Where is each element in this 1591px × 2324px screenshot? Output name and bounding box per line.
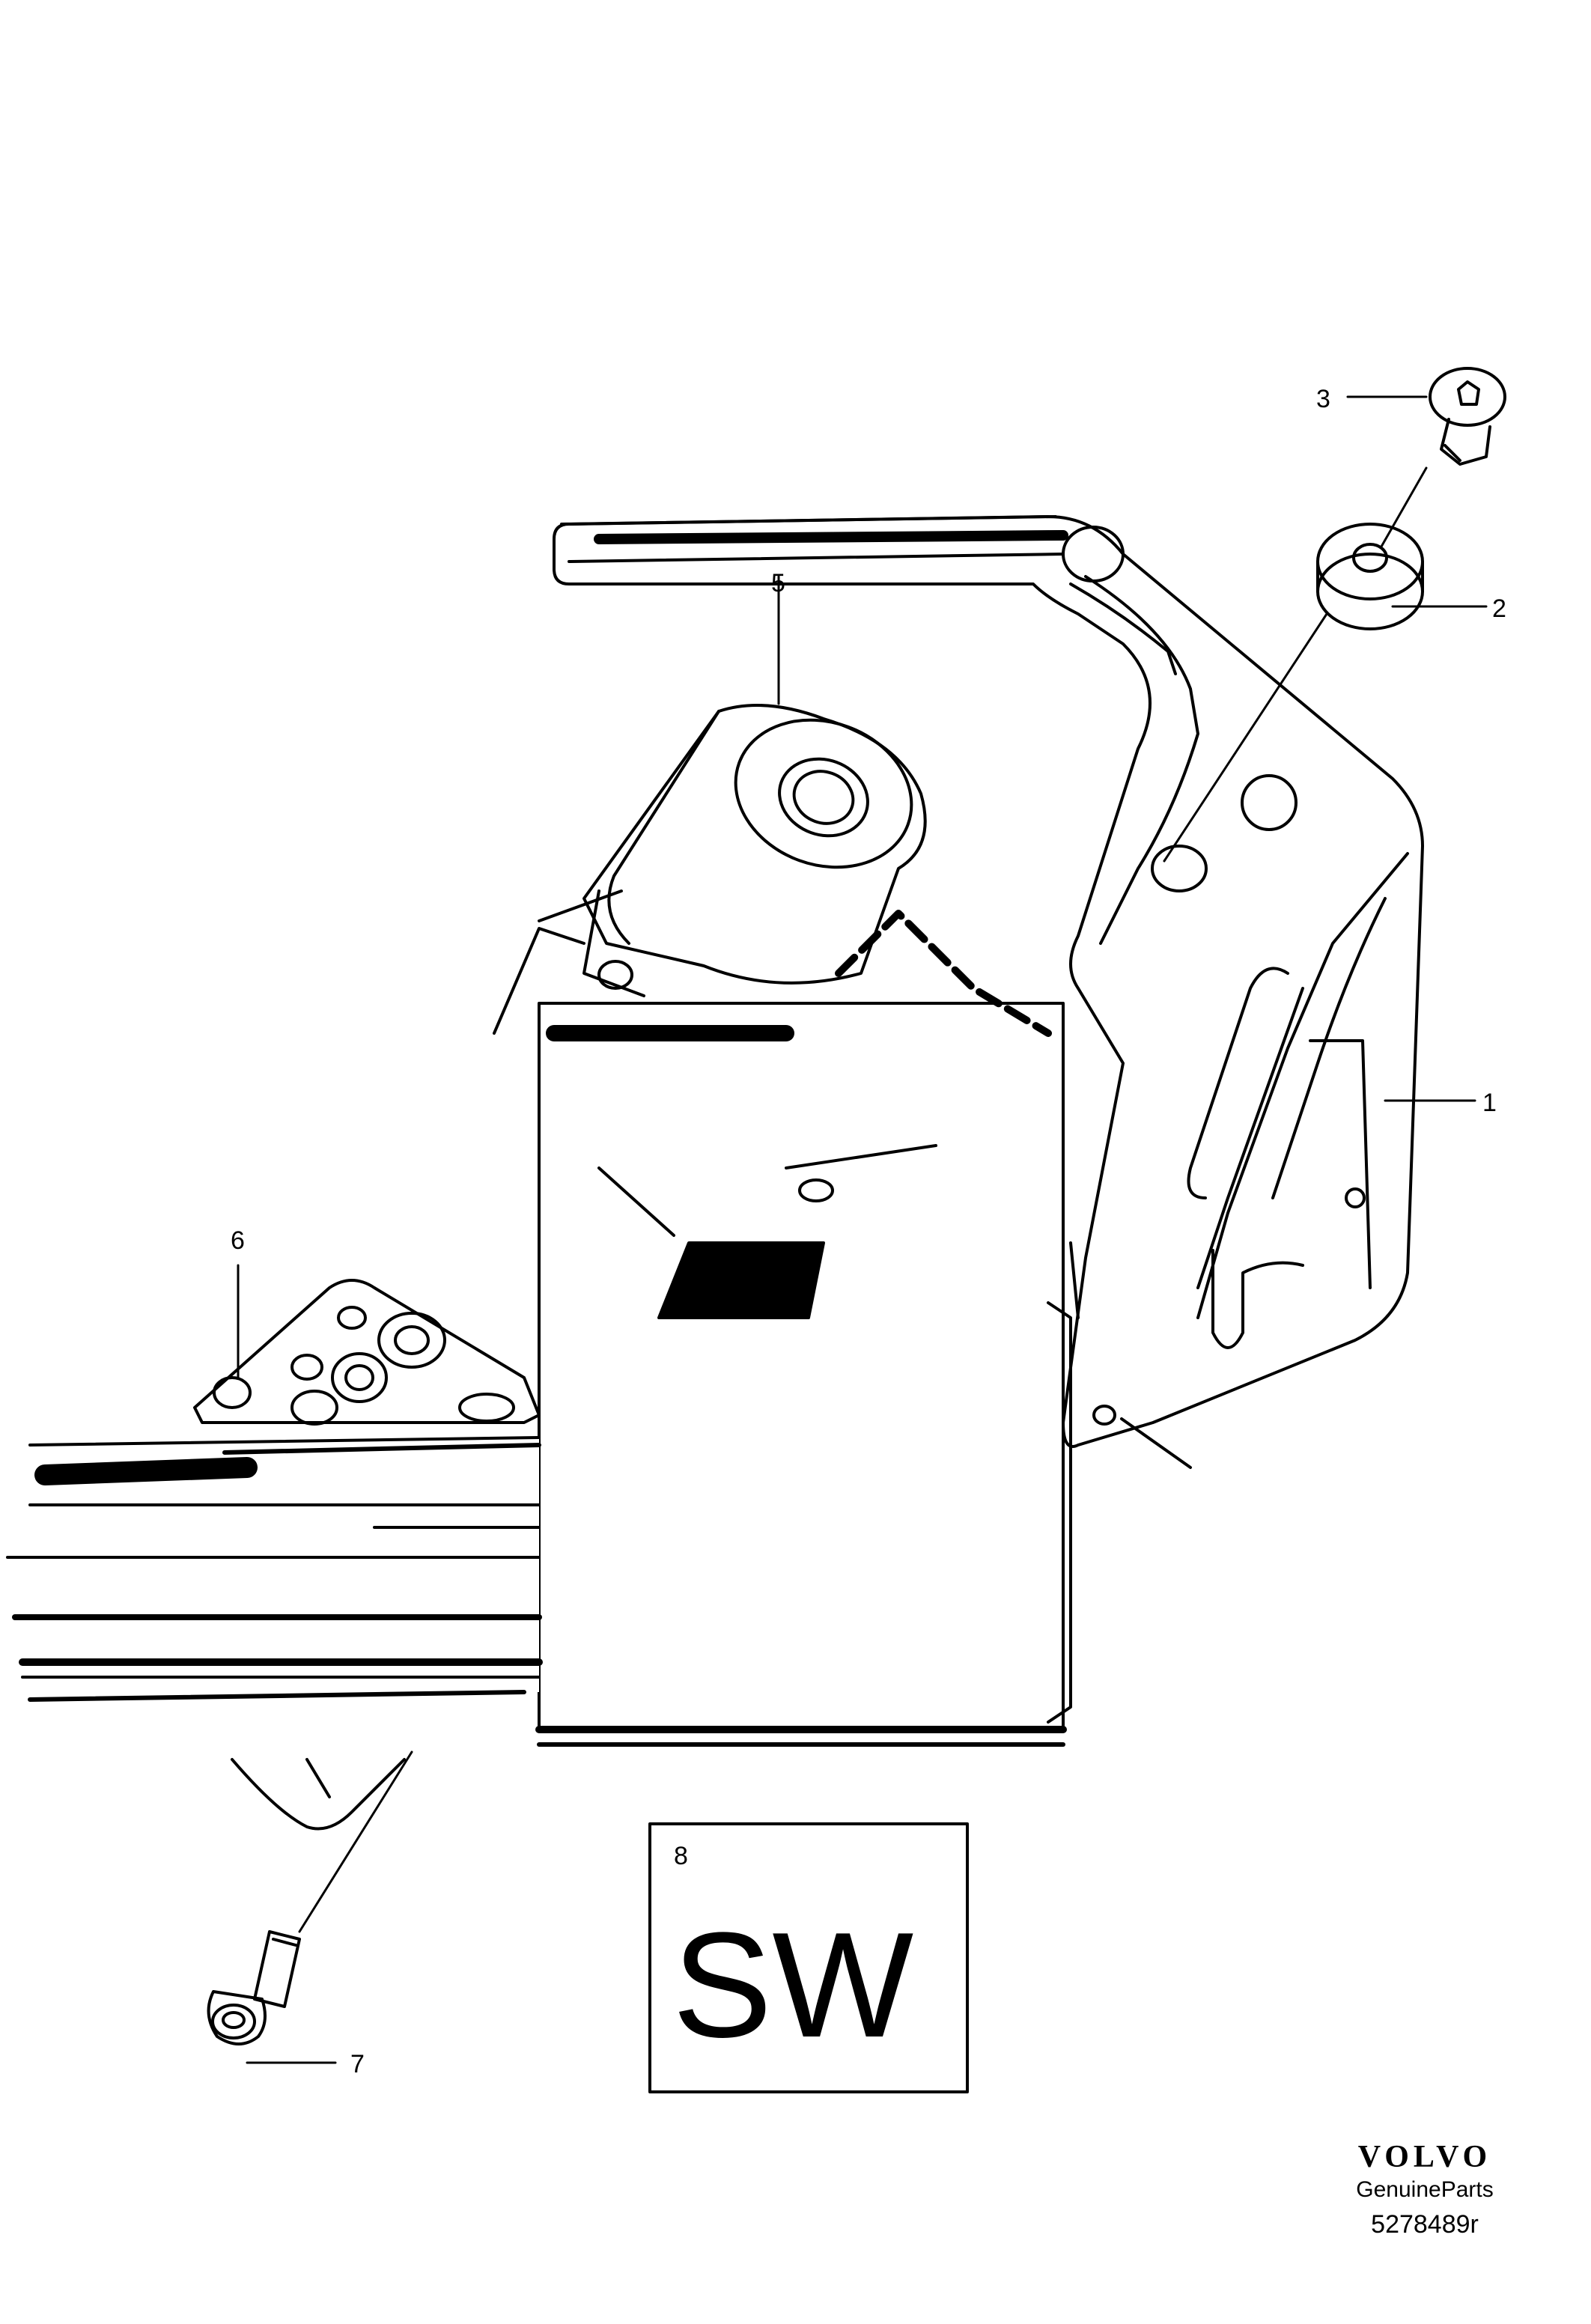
software-box: 8 SW bbox=[648, 1822, 969, 2093]
diagram-reference: 5278489r bbox=[1371, 2210, 1479, 2239]
abs-motor bbox=[582, 704, 927, 997]
callout-3: 3 bbox=[1316, 385, 1330, 413]
bolt-part bbox=[207, 1930, 301, 2045]
leader-lines bbox=[237, 395, 1488, 2064]
brand-tagline: GenuineParts bbox=[1356, 2177, 1494, 2202]
callout-1: 1 bbox=[1482, 1089, 1497, 1117]
software-box-label: SW bbox=[672, 1902, 913, 2069]
screw-part bbox=[1429, 367, 1506, 466]
callout-6: 6 bbox=[231, 1226, 245, 1255]
software-box-number: 8 bbox=[674, 1842, 688, 1870]
volvo-logo: VOLVO bbox=[1357, 2140, 1492, 2174]
callout-7: 7 bbox=[350, 2050, 365, 2078]
brand-block: VOLVO GenuineParts 5278489r bbox=[1327, 2140, 1522, 2243]
callout-2: 2 bbox=[1492, 594, 1506, 623]
bracket-part bbox=[553, 515, 1424, 1469]
callout-5: 5 bbox=[771, 569, 785, 597]
bracket-rail bbox=[560, 515, 1125, 582]
abs-block bbox=[493, 889, 1080, 1747]
grommet-part bbox=[1316, 523, 1424, 630]
callout-labels: 1 2 3 5 6 7 bbox=[231, 385, 1506, 2078]
valve-body bbox=[6, 1279, 543, 1831]
